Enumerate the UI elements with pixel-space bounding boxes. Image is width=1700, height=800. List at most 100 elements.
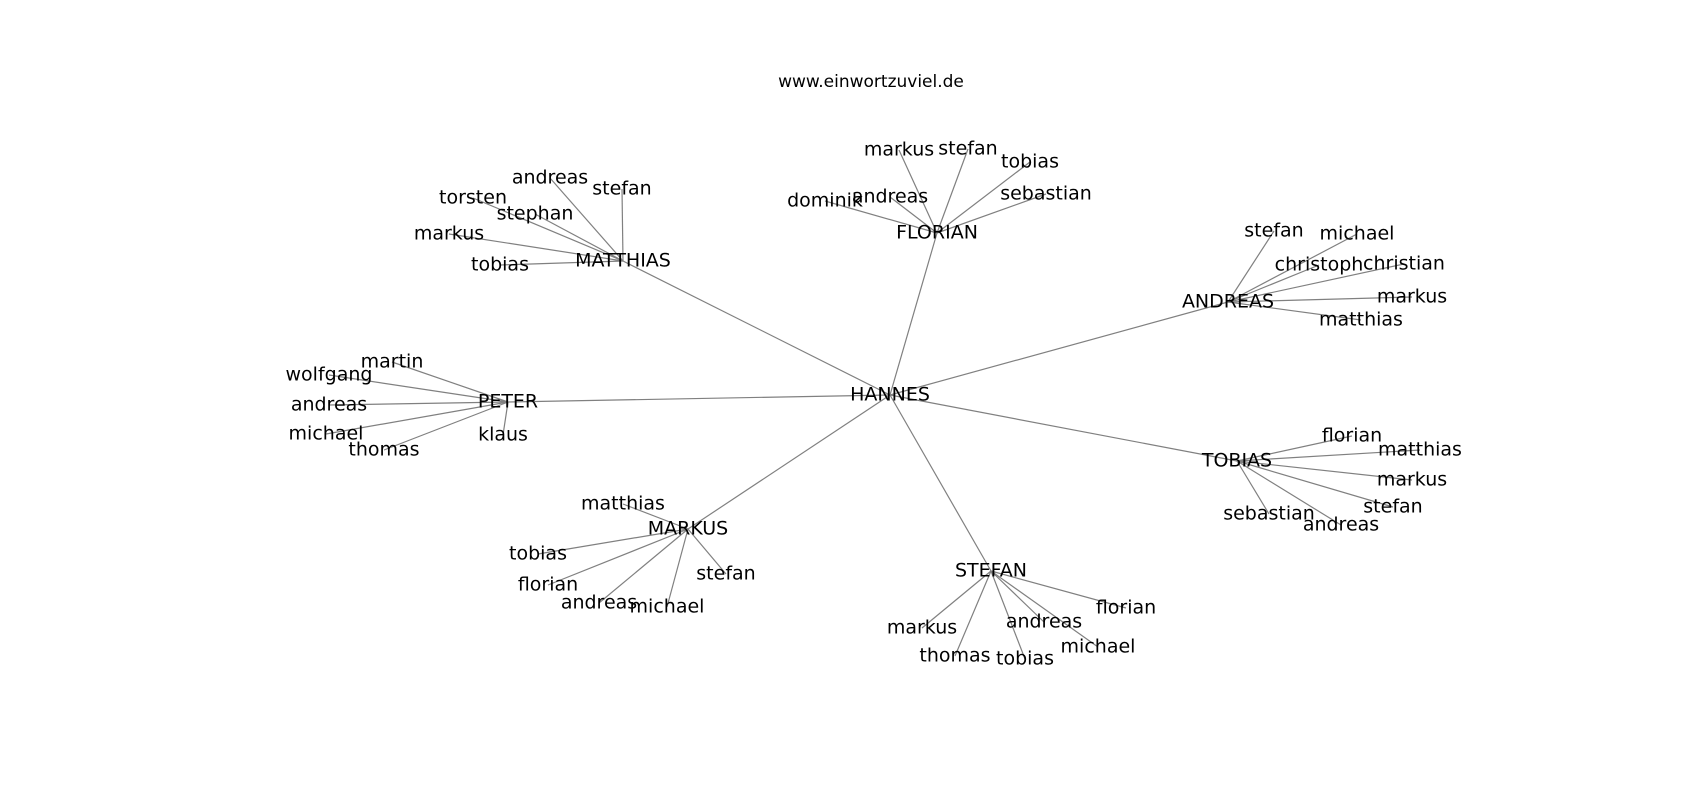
center-to-hub-edge — [687, 394, 891, 530]
leaf-node-label: andreas — [512, 167, 588, 189]
hub-to-leaf-edge — [328, 374, 509, 403]
leaf-node-label: florian — [1096, 597, 1156, 619]
leaf-node-label: stefan — [1363, 496, 1422, 518]
leaf-node-label: tobias — [509, 543, 567, 565]
leaf-node-label: markus — [864, 139, 934, 161]
leaf-node-label: stephan — [497, 203, 574, 225]
center-to-hub-edge — [889, 232, 938, 396]
hub-to-leaf-edge — [954, 570, 992, 657]
hub-to-leaf-edge — [499, 260, 624, 266]
leaf-node-label: markus — [1377, 469, 1447, 491]
leaf-node-label: markus — [1377, 286, 1447, 308]
center-to-hub-edge — [889, 394, 1238, 462]
leaf-node-label: stefan — [592, 178, 651, 200]
hub-to-leaf-edge — [1227, 296, 1413, 303]
leaf-node-label: andreas — [291, 394, 367, 416]
hub-to-leaf-edge — [1236, 460, 1413, 481]
hub-to-leaf-edge — [383, 401, 509, 451]
leaf-node-label: andreas — [1303, 514, 1379, 536]
leaf-node-label: sebastian — [1223, 503, 1315, 525]
leaf-node-label: matthias — [581, 493, 665, 515]
leaf-node-label: florian — [1322, 425, 1382, 447]
leaf-node-label: sebastian — [1000, 183, 1092, 205]
hub-to-leaf-edge — [990, 570, 1026, 660]
leaf-node-label: christoph — [1275, 254, 1364, 276]
hub-to-leaf-edge — [936, 161, 1031, 234]
hub-to-leaf-edge — [990, 570, 1127, 609]
hub-to-leaf-edge — [502, 401, 509, 436]
hub-to-leaf-edge — [621, 188, 624, 262]
hub-to-leaf-edge — [534, 213, 624, 262]
hub-to-leaf-edge — [1227, 301, 1362, 321]
hub-node-label: PETER — [478, 391, 538, 413]
leaf-node-label: florian — [518, 574, 578, 596]
leaf-node-label: martin — [361, 351, 424, 373]
leaf-node-label: matthias — [1319, 309, 1403, 331]
center-to-hub-edge — [622, 260, 891, 396]
hub-to-leaf-edge — [325, 401, 509, 435]
leaf-node-label: andreas — [852, 186, 928, 208]
leaf-node-label: dominik — [787, 190, 863, 212]
hub-node-label: MATTHIAS — [575, 250, 671, 272]
hub-to-leaf-edge — [537, 528, 689, 555]
center-node-label: HANNES — [850, 384, 930, 406]
hub-node-label: ANDREAS — [1182, 291, 1274, 313]
hub-to-leaf-edge — [1236, 449, 1421, 462]
leaf-node-label: stefan — [696, 563, 755, 585]
hub-node-label: MARKUS — [648, 518, 729, 540]
diagram-title: www.einwortzuviel.de — [778, 72, 964, 92]
leaf-node-label: andreas — [561, 592, 637, 614]
leaf-node-label: andreas — [1006, 611, 1082, 633]
hub-to-leaf-edge — [1236, 460, 1342, 526]
hub-to-leaf-edge — [666, 528, 689, 608]
leaf-node-label: markus — [414, 223, 484, 245]
hub-to-leaf-edge — [1236, 460, 1394, 508]
hub-to-leaf-edge — [824, 200, 938, 234]
hub-to-leaf-edge — [1236, 460, 1270, 515]
hub-to-leaf-edge — [990, 570, 1099, 648]
hub-to-leaf-edge — [687, 528, 727, 575]
hub-node-label: STEFAN — [955, 560, 1027, 582]
leaf-node-label: stefan — [938, 138, 997, 160]
leaf-node-label: markus — [887, 617, 957, 639]
hub-to-leaf-edge — [448, 233, 624, 262]
hub-to-leaf-edge — [1227, 230, 1275, 303]
leaf-node-label: matthias — [1378, 439, 1462, 461]
leaf-node-label: michael — [1320, 223, 1395, 245]
hub-node-label: TOBIAS — [1201, 450, 1272, 472]
label-layer: www.einwortzuviel.de HANNES MATTHIAS andr… — [286, 72, 1462, 670]
hub-to-leaf-edge — [1236, 435, 1353, 462]
center-to-hub-edge — [889, 301, 1229, 396]
leaf-node-label: stefan — [1244, 220, 1303, 242]
leaf-node-label: thomas — [919, 645, 990, 667]
hub-to-leaf-edge — [328, 401, 509, 406]
leaf-node-label: tobias — [996, 648, 1054, 670]
hub-to-leaf-edge — [549, 177, 624, 262]
hub-to-leaf-edge — [936, 193, 1047, 234]
center-to-hub-edge — [507, 394, 891, 403]
hub-to-leaf-edge — [936, 148, 969, 234]
leaf-node-label: wolfgang — [286, 364, 373, 386]
edge-layer — [325, 148, 1421, 660]
leaf-node-label: klaus — [478, 424, 528, 446]
hub-to-leaf-edge — [391, 361, 509, 403]
leaf-node-label: torsten — [439, 187, 507, 209]
leaf-node-label: thomas — [348, 439, 419, 461]
leaf-node-label: tobias — [1001, 151, 1059, 173]
hub-to-leaf-edge — [1227, 263, 1405, 303]
hub-to-leaf-edge — [598, 528, 689, 604]
hub-to-leaf-edge — [1227, 233, 1358, 303]
leaf-node-label: tobias — [471, 254, 529, 276]
hub-to-leaf-edge — [898, 149, 938, 234]
leaf-node-label: michael — [1061, 636, 1136, 658]
hub-node-label: FLORIAN — [896, 222, 978, 244]
leaf-node-label: michael — [630, 596, 705, 618]
center-to-hub-edge — [889, 394, 992, 572]
hub-to-leaf-edge — [1227, 264, 1320, 303]
leaf-node-label: michael — [289, 423, 364, 445]
leaf-node-label: christian — [1363, 253, 1445, 275]
hub-to-leaf-edge — [990, 570, 1045, 623]
hub-to-leaf-edge — [622, 503, 689, 530]
hub-to-leaf-edge — [547, 528, 689, 586]
